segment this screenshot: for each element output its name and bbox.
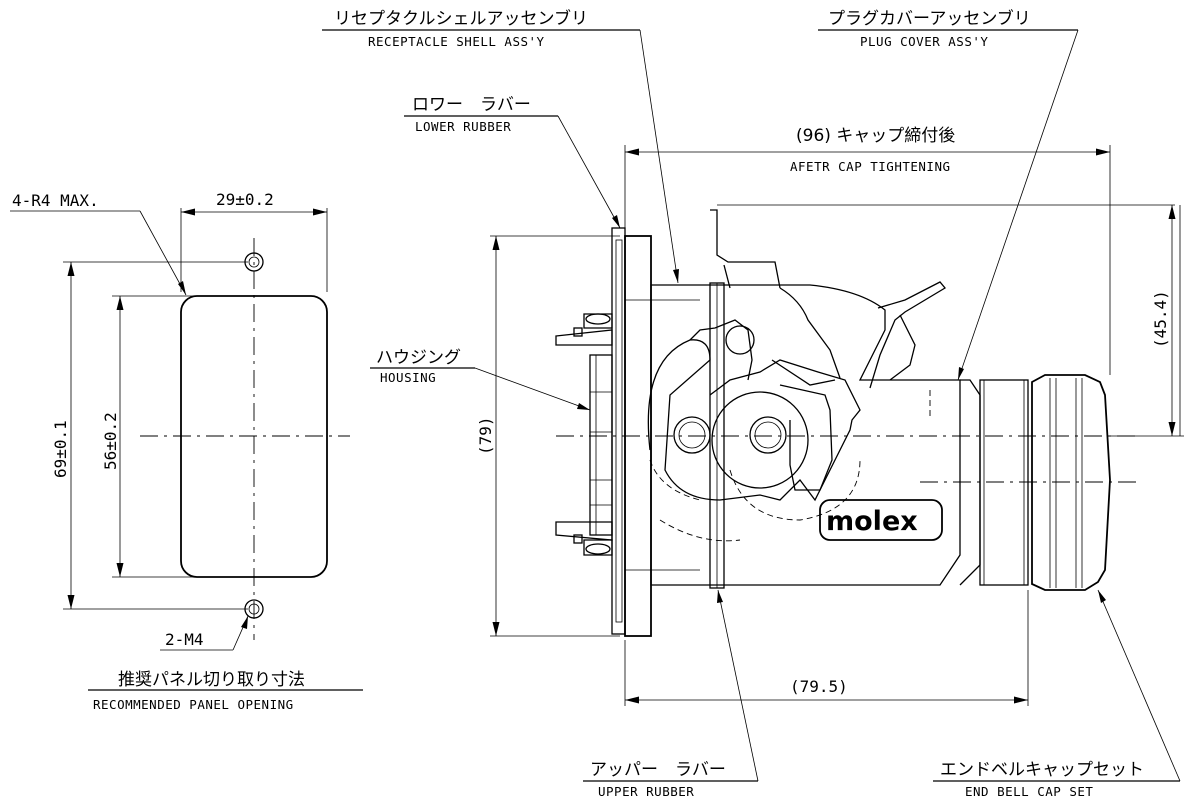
label-receptacle-en: RECEPTACLE SHELL ASS'Y: [368, 34, 545, 49]
label-upper-rubber-jp: アッパー ラバー: [590, 760, 726, 780]
label-lower-rubber-jp: ロワー ラバー: [412, 95, 531, 115]
label-upper-rubber-en: UPPER RUBBER: [598, 784, 694, 799]
end-bell-cap: [1031, 374, 1111, 591]
lower-rubber: [611, 227, 626, 635]
dim-panel-width: 29±0.2: [216, 190, 274, 209]
molex-logo: molex: [826, 506, 918, 537]
dim-total-length: (96) キャップ締付後: [796, 126, 955, 146]
panel-caption-jp: 推奨パネル切り取り寸法: [118, 670, 305, 690]
pin-left: [673, 416, 711, 454]
cap-ring: [979, 379, 1029, 586]
panel-opening-view: 29±0.2 69±0.1 56±0.2 4-R4 MAX. 2-M4 推奨パネ…: [10, 190, 363, 712]
pin-right: [749, 416, 787, 454]
dim-top-height: (45.4): [1151, 290, 1170, 348]
panel-caption-en: RECOMMENDED PANEL OPENING: [93, 697, 294, 712]
dim-corner-radius: 4-R4 MAX.: [12, 191, 99, 210]
lever: [647, 339, 861, 502]
dim-panel-height-outer: 69±0.1: [51, 420, 70, 478]
connector-side-view: molex (79) (96) キャップ締付後 AFETR CAP TIGHTE…: [322, 8, 1184, 799]
dim-screw: 2-M4: [165, 630, 204, 649]
housing-rear: [589, 354, 613, 536]
dim-flange-height: (79): [476, 416, 495, 455]
label-end-bell-en: END BELL CAP SET: [965, 784, 1093, 799]
label-housing-en: HOUSING: [380, 370, 436, 385]
plug-cover: [710, 209, 781, 289]
label-lower-rubber-en: LOWER RUBBER: [415, 119, 511, 134]
molex-logo-box: [819, 499, 943, 541]
receptacle-body: [650, 284, 961, 586]
label-end-bell-jp: エンドベルキャップセット: [940, 760, 1144, 780]
dim-body-length: (79.5): [790, 677, 848, 696]
dim-panel-height-inner: 56±0.2: [101, 412, 120, 470]
label-plug-cover-jp: プラグカバーアッセンブリ: [828, 8, 1031, 29]
dim-total-length-en: AFETR CAP TIGHTENING: [790, 159, 951, 174]
label-housing-jp: ハウジング: [376, 348, 461, 368]
label-receptacle-jp: リセプタクルシェルアッセンブリ: [334, 8, 588, 29]
label-plug-cover-en: PLUG COVER ASS'Y: [860, 34, 988, 49]
